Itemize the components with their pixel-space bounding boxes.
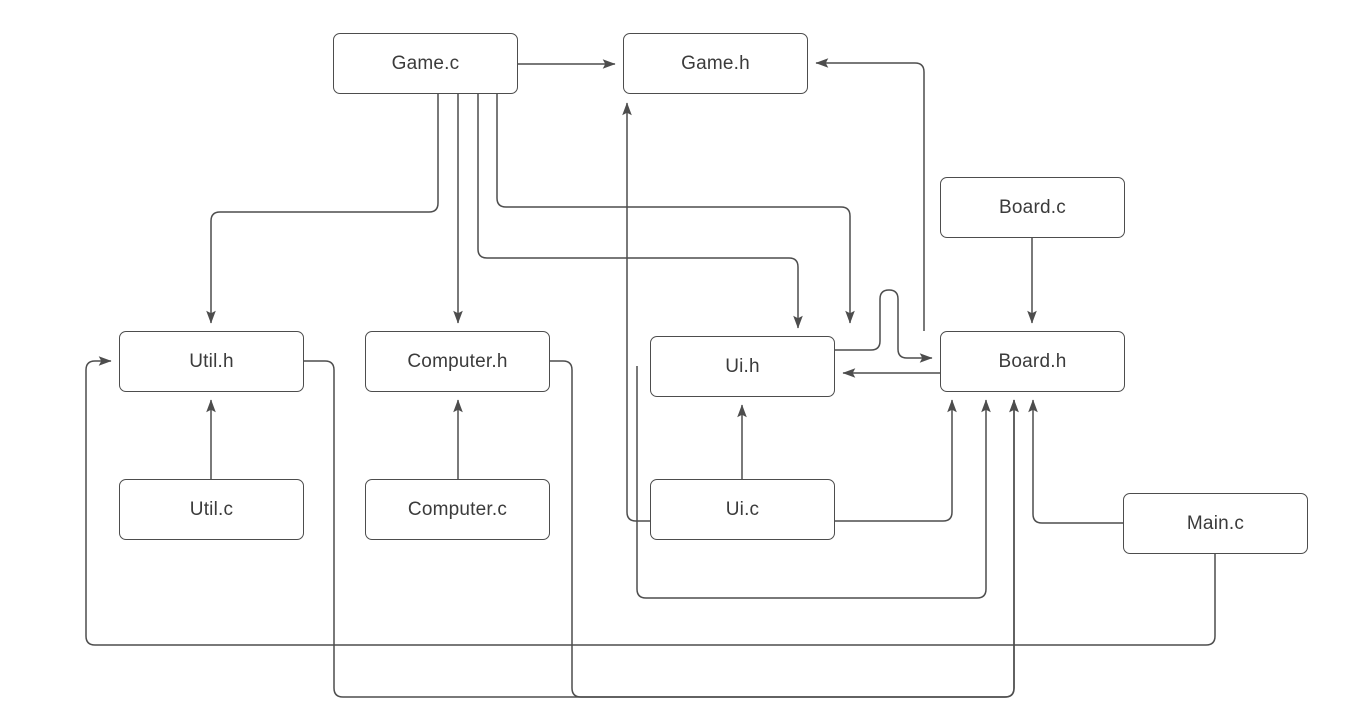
node-computer_h[interactable]: Computer.h (365, 331, 550, 392)
node-util_h[interactable]: Util.h (119, 331, 304, 392)
node-ui_h[interactable]: Ui.h (650, 336, 835, 397)
node-label: Computer.c (407, 498, 508, 520)
edge-board_h-to-game_h (815, 58, 925, 331)
node-label: Ui.c (725, 498, 760, 520)
node-computer_c[interactable]: Computer.c (365, 479, 550, 540)
node-label: Ui.h (725, 355, 760, 377)
node-game_c[interactable]: Game.c (333, 33, 518, 94)
edge-main_c-to-board_h (1028, 399, 1123, 524)
node-label: Game.c (391, 52, 460, 74)
edge-ui_h-to-board_h (636, 366, 991, 599)
node-label: Computer.h (407, 350, 508, 372)
edge-game_c-to-ui_h (477, 94, 803, 329)
edge-util_h-to-board_h (304, 360, 1019, 698)
edge-game_c-to-util_h (206, 94, 439, 324)
edge-ui_h-to-board_h (835, 289, 933, 363)
edge-main_c-to-util_h (85, 356, 1216, 646)
node-game_h[interactable]: Game.h (623, 33, 808, 94)
edge-ui_c-to-board_h (835, 399, 957, 522)
node-board_c[interactable]: Board.c (940, 177, 1125, 238)
node-label: Board.h (998, 350, 1067, 372)
node-ui_c[interactable]: Ui.c (650, 479, 835, 540)
node-label: Game.h (681, 52, 750, 74)
edge-game_c-to-board_h (496, 94, 855, 324)
node-board_h[interactable]: Board.h (940, 331, 1125, 392)
node-label: Board.c (999, 196, 1066, 218)
node-label: Main.c (1186, 512, 1245, 534)
node-label: Util.h (189, 350, 234, 372)
node-util_c[interactable]: Util.c (119, 479, 304, 540)
node-main_c[interactable]: Main.c (1123, 493, 1308, 554)
node-label: Util.c (189, 498, 234, 520)
edge-ui_c-to-game_h (622, 102, 650, 522)
